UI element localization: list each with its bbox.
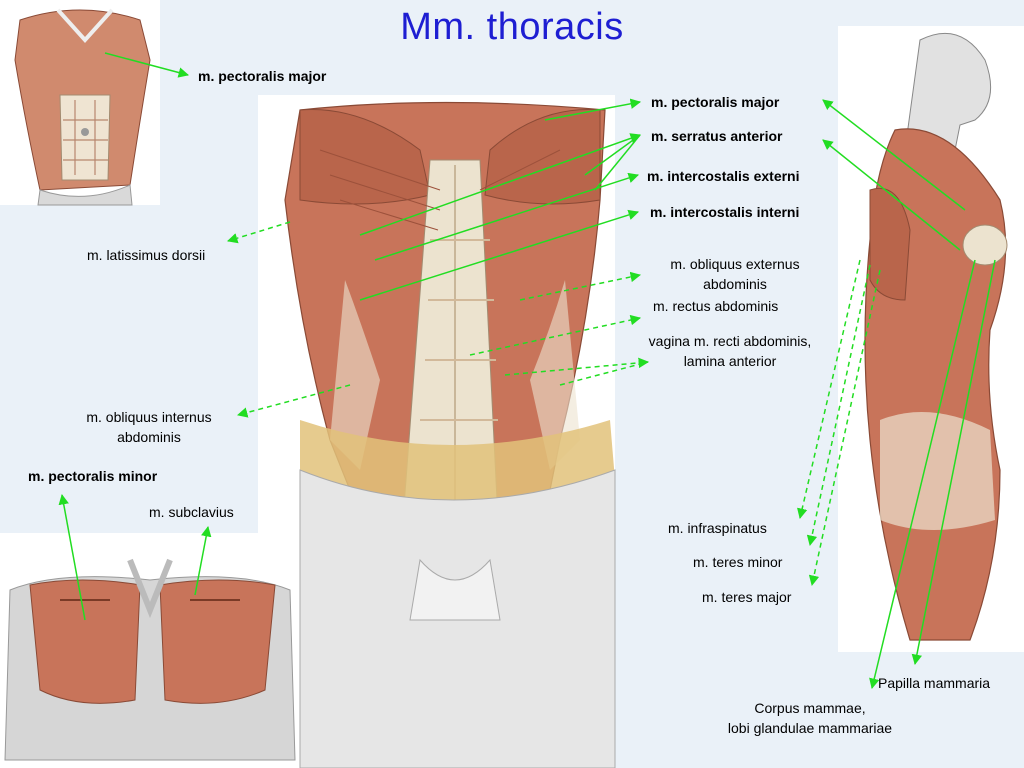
arrow-intercostalis-interni <box>359 209 640 301</box>
label-intercostalis-externi: m. intercostalis externi <box>647 168 800 184</box>
arrow-serratus-a <box>359 133 641 236</box>
label-obliquus-internus: m. obliquus internus abdominis <box>60 407 238 447</box>
label-pectoralis-major-right: m. pectoralis major <box>651 94 780 110</box>
arrow-vagina-recti-a <box>504 357 650 376</box>
arrow-subclavius <box>194 525 212 596</box>
arrow-serratus-side <box>822 139 961 251</box>
label-corpus-mammae-line2: lobi glandulae mammariae <box>727 720 893 736</box>
arrow-obliquus-internus <box>236 384 351 418</box>
label-pectoralis-major-top: m. pectoralis major <box>198 68 327 84</box>
arrow-latissimus-dorsii <box>226 221 291 244</box>
arrow-pectoralis-major-side <box>822 99 966 211</box>
label-teres-major: m. teres major <box>702 589 792 605</box>
arrow-obliquus-externus <box>519 271 642 301</box>
label-subclavius: m. subclavius <box>149 504 234 520</box>
label-rectus-abdominis: m. rectus abdominis <box>653 298 779 314</box>
page-title: Mm. thoracis <box>400 6 624 48</box>
small-torso-drawing <box>14 8 151 206</box>
arrow-pectoralis-minor <box>58 493 86 621</box>
label-pectoralis-minor: m. pectoralis minor <box>28 468 158 484</box>
label-vagina-recti-line2: lamina anterior <box>683 353 777 369</box>
main-torso-drawing <box>284 101 616 768</box>
label-obliquus-externus-line1: m. obliquus externus <box>670 256 800 272</box>
arrow-pectoralis-major-right <box>544 98 642 121</box>
label-papilla-mammaria: Papilla mammaria <box>878 675 991 691</box>
label-obliquus-externus-line2: abdominis <box>703 276 767 292</box>
arrow-teres-minor <box>806 264 871 547</box>
arrow-papilla <box>911 259 996 666</box>
label-teres-minor: m. teres minor <box>693 554 783 570</box>
label-obliquus-internus-line2: abdominis <box>117 429 181 445</box>
arrow-intercostalis-externi <box>374 172 639 261</box>
label-obliquus-externus: m. obliquus externus abdominis <box>645 254 825 294</box>
label-obliquus-internus-line1: m. obliquus internus <box>86 409 212 425</box>
label-vagina-recti: vagina m. recti abdominis, lamina anteri… <box>630 331 830 371</box>
arrow-corpus-mammae <box>869 259 976 690</box>
label-intercostalis-interni: m. intercostalis interni <box>650 204 800 220</box>
arrow-serratus-c <box>584 134 641 176</box>
arrow-serratus-b <box>594 134 641 191</box>
label-latissimus-dorsii: m. latissimus dorsii <box>87 247 206 263</box>
arrow-vagina-recti-b <box>559 361 649 386</box>
label-vagina-recti-line1: vagina m. recti abdominis, <box>648 333 812 349</box>
arrow-infraspinatus <box>797 259 861 520</box>
label-corpus-mammae: Corpus mammae, lobi glandulae mammariae <box>690 698 930 738</box>
label-serratus-anterior: m. serratus anterior <box>651 128 783 144</box>
chest-minor-drawing <box>4 558 296 761</box>
arrow-rectus-abdominis <box>469 314 642 356</box>
side-figure-drawing <box>864 32 1008 641</box>
label-corpus-mammae-line1: Corpus mammae, <box>754 700 866 716</box>
arrow-pectoralis-major-top <box>104 52 190 78</box>
label-infraspinatus: m. infraspinatus <box>668 520 767 536</box>
